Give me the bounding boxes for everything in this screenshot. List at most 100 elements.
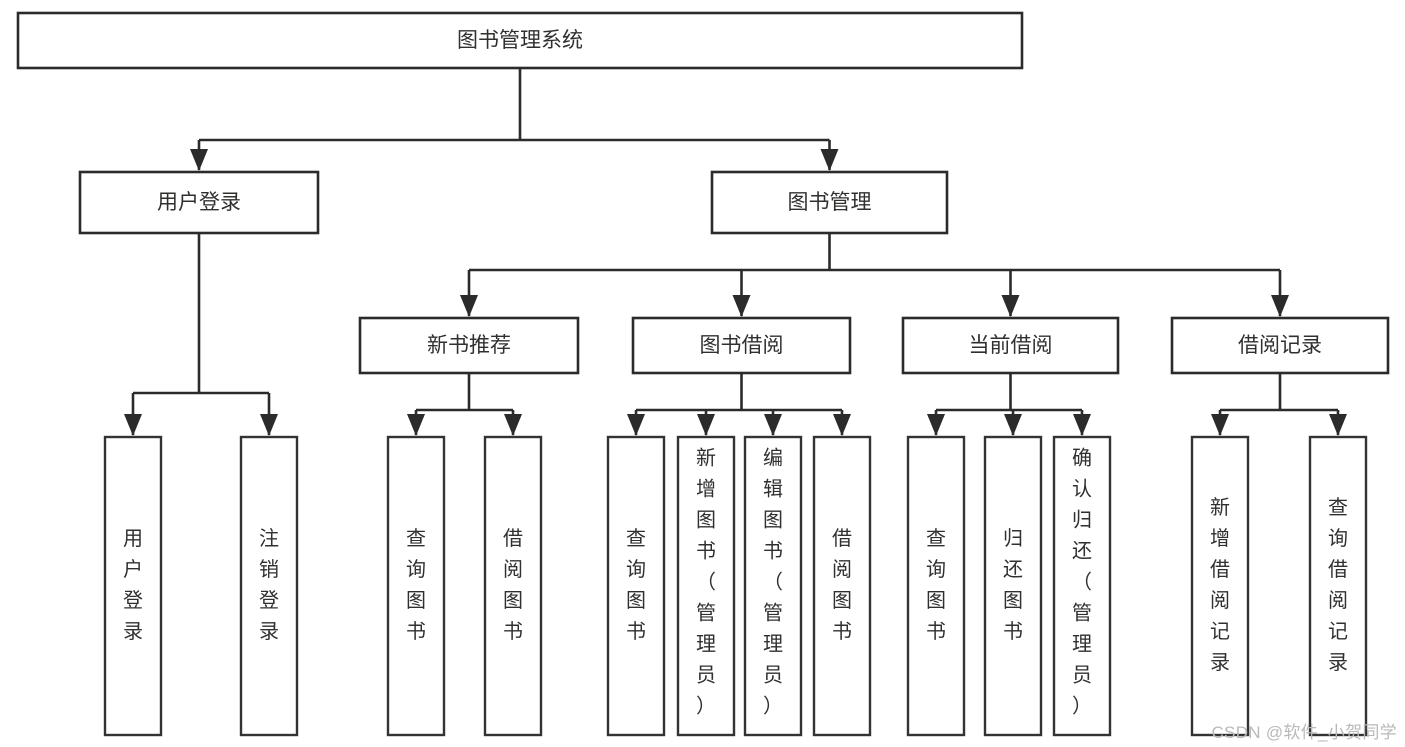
node-leaf-query-book-1-label-char: 查 — [406, 527, 426, 550]
node-leaf-confirm-return-rect — [1052, 435, 1112, 737]
node-leaf-borrow-book-1-label-char: 书 — [503, 620, 523, 643]
node-leaf-query-record-rect — [1308, 435, 1368, 737]
arrow-down-icon — [1073, 414, 1091, 436]
node-leaf-query-book-1-label-char: 询 — [406, 558, 426, 581]
node-leaf-edit-book-rect — [743, 435, 803, 737]
node-leaf-confirm-return-label-char: 理 — [1072, 633, 1092, 655]
node-leaf-query-book-1-rect — [386, 435, 446, 737]
node-leaf-user-login-label-char: 登 — [123, 589, 143, 612]
node-leaf-add-book-label-char: 图 — [696, 509, 716, 531]
node-leaf-query-book-3-label-char: 查 — [926, 527, 946, 550]
node-current-borrow[interactable]: 当前借阅 — [901, 316, 1120, 375]
node-leaf-borrow-book-2-label-char: 阅 — [832, 558, 852, 581]
arrow-down-icon — [407, 414, 425, 436]
arrow-down-icon — [460, 295, 478, 317]
node-leaf-query-book-2-label-char: 书 — [626, 620, 646, 643]
node-leaf-logout-label-char: 登 — [259, 589, 279, 612]
node-leaf-logout-label-char: 录 — [259, 621, 279, 643]
node-leaf-add-record-label-char: 阅 — [1210, 589, 1230, 612]
node-leaf-query-book-2-label-char: 查 — [626, 527, 646, 550]
node-leaf-query-book-3-label-char: 书 — [926, 620, 946, 643]
node-leaf-query-book-2-label-char: 询 — [626, 558, 646, 581]
node-new-book-recommend-label: 新书推荐 — [427, 334, 511, 357]
node-leaf-query-book-1-label-char: 图 — [406, 590, 426, 612]
node-leaf-query-record-label-char: 记 — [1328, 620, 1348, 643]
node-book-borrow[interactable]: 图书借阅 — [631, 316, 852, 375]
node-leaf-query-book-3-rect — [906, 435, 966, 737]
node-leaf-confirm-return-label-char: 归 — [1072, 508, 1092, 531]
arrow-down-icon — [1004, 414, 1022, 436]
node-borrow-record[interactable]: 借阅记录 — [1170, 316, 1390, 375]
arrow-down-icon — [504, 414, 522, 436]
node-leaf-edit-book-label-char: 图 — [763, 509, 783, 531]
arrow-down-icon — [627, 414, 645, 436]
node-book-borrow-rect — [631, 316, 852, 375]
connector-layer — [124, 68, 1347, 436]
node-book-management[interactable]: 图书管理 — [710, 170, 949, 235]
arrow-down-icon — [124, 414, 142, 436]
node-current-borrow-rect — [901, 316, 1120, 375]
node-root-root[interactable]: 图书管理系统 — [16, 11, 1024, 70]
node-leaf-query-book-1-label-char: 书 — [406, 620, 426, 643]
node-new-book-recommend[interactable]: 新书推荐 — [358, 316, 580, 375]
node-leaf-edit-book-label-char: 辑 — [763, 477, 783, 500]
node-leaf-confirm-return-label-char: 确 — [1072, 446, 1092, 469]
node-user-login[interactable]: 用户登录 — [78, 170, 320, 235]
node-leaf-logout-rect — [239, 435, 299, 737]
arrow-down-icon — [833, 414, 851, 436]
arrow-down-icon — [732, 295, 751, 317]
node-leaf-edit-book-label-char: 员 — [763, 664, 783, 686]
node-leaf-add-book-label-char: 理 — [696, 633, 716, 655]
node-leaf-logout-label-char: 销 — [259, 558, 279, 581]
node-leaf-query-record-label-char: 阅 — [1328, 589, 1348, 612]
node-leaf-logout-label-char: 注 — [259, 527, 279, 550]
node-leaf-borrow-book-2-label-char: 书 — [832, 620, 852, 643]
node-leaf-add-book-rect — [676, 435, 736, 737]
node-leaf-query-book-3-label-char: 图 — [926, 590, 946, 612]
arrow-down-icon — [190, 149, 208, 171]
node-leaf-add-record-rect — [1190, 435, 1250, 737]
node-leaf-borrow-book-2-rect — [812, 435, 872, 737]
node-borrow-record-label: 借阅记录 — [1238, 334, 1322, 357]
node-current-borrow-label: 当前借阅 — [969, 334, 1053, 357]
arrow-down-icon — [764, 414, 782, 436]
arrow-down-icon — [697, 414, 715, 436]
arrow-down-icon — [260, 414, 278, 436]
node-leaf-add-record-label-char: 记 — [1210, 620, 1230, 643]
node-book-management-rect — [710, 170, 949, 235]
arrow-down-icon — [1329, 414, 1347, 436]
node-leaf-user-login-rect — [103, 435, 163, 737]
node-leaf-query-book-2-label-char: 图 — [626, 590, 646, 612]
node-leaf-confirm-return-label-char: 员 — [1072, 664, 1092, 686]
node-leaf-borrow-book-1-rect — [483, 435, 543, 737]
node-leaf-query-book-2-rect — [606, 435, 666, 737]
node-leaf-user-login[interactable]: 用户登录 — [103, 435, 163, 737]
node-leaf-confirm-return-label-char: ） — [1072, 694, 1092, 717]
node-root-root-rect — [16, 11, 1024, 70]
node-leaf-confirm-return-label-char: 还 — [1072, 539, 1092, 562]
node-leaf-query-book-3-label-char: 询 — [926, 558, 946, 581]
node-leaf-add-book-label-char: 管 — [696, 601, 716, 624]
node-borrow-record-rect — [1170, 316, 1390, 375]
node-leaf-borrow-book-2-label-char: 借 — [832, 527, 852, 550]
node-new-book-recommend-rect — [358, 316, 580, 375]
node-leaf-confirm-return-label-char: （ — [1072, 570, 1092, 593]
node-leaf-edit-book-label-char: 管 — [763, 601, 783, 624]
node-root-root-label: 图书管理系统 — [457, 29, 583, 52]
node-leaf-query-record-label-char: 询 — [1328, 527, 1348, 550]
node-leaf-add-book-label-char: ） — [696, 694, 716, 717]
